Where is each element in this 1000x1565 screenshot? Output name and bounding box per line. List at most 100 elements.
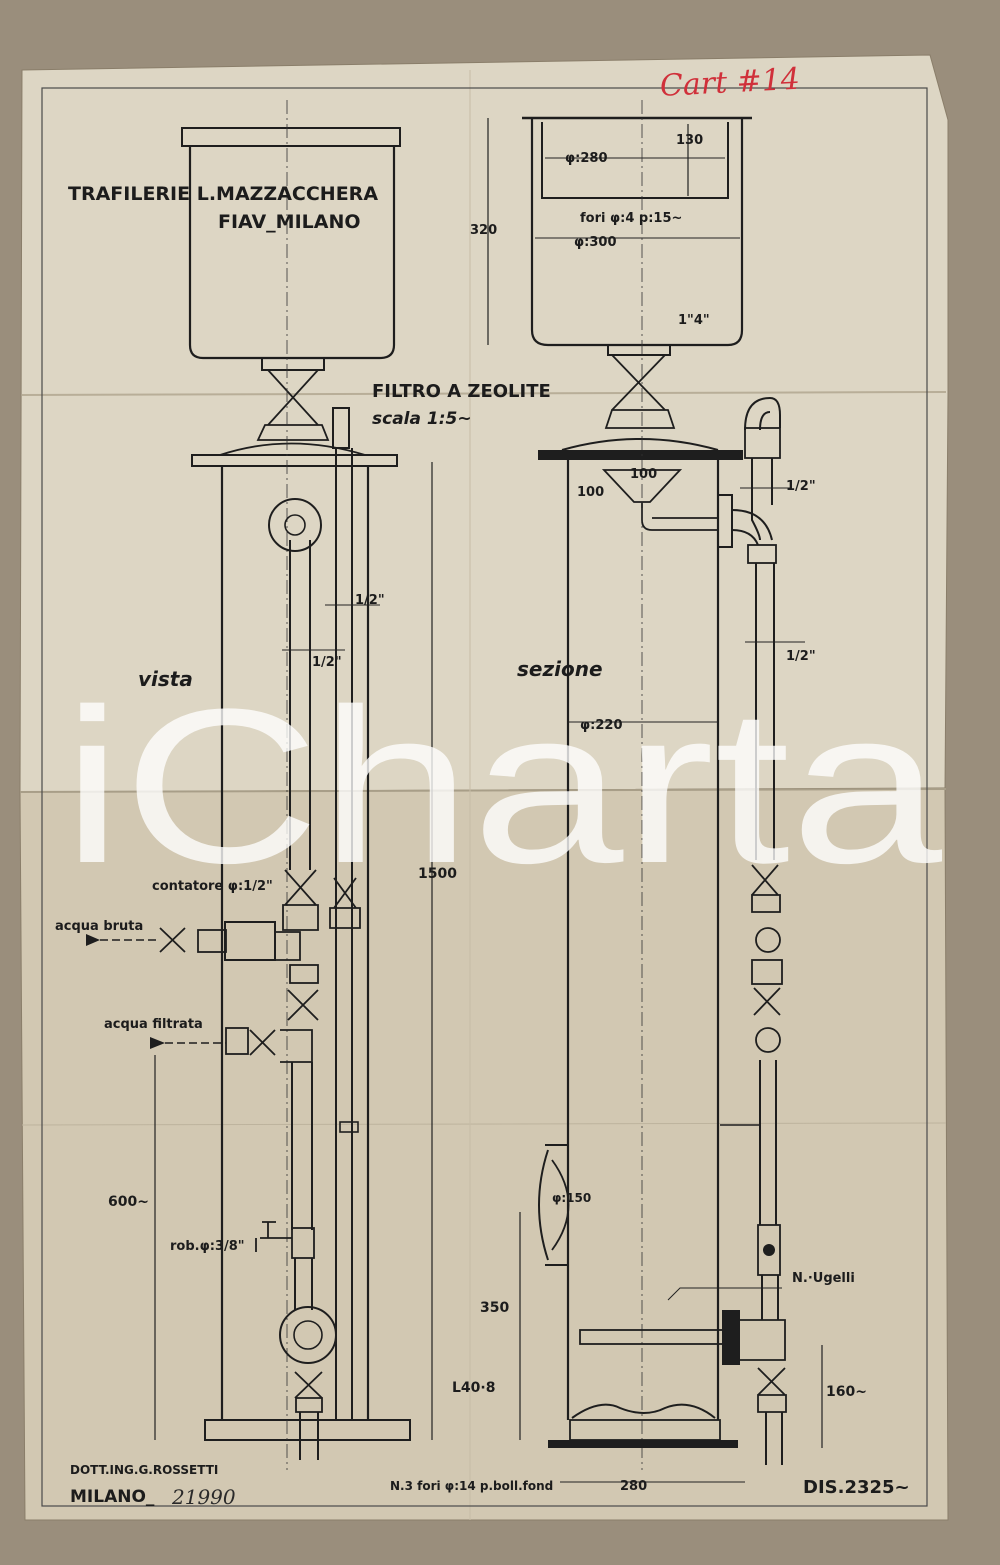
right-base-dish <box>571 1403 716 1419</box>
right-sight-port <box>763 1244 775 1256</box>
left-outlet-coupling <box>225 1027 249 1055</box>
dim-quarter: 1"4" <box>678 313 710 328</box>
title-line-1: TRAFILERIE L.MAZZACCHERA <box>68 183 378 205</box>
left-tap <box>255 1221 292 1252</box>
dim-d150: φ:150 <box>552 1191 591 1205</box>
author-city: MILANO_ <box>70 1487 155 1507</box>
view-label-sezione: sezione <box>517 657 603 681</box>
view-label-vista: vista <box>138 667 193 691</box>
dim-d350: 350 <box>480 1300 509 1316</box>
left-top-plate <box>191 454 398 467</box>
left-meter <box>224 921 276 961</box>
dim-d280: φ:280 <box>565 151 608 166</box>
paper-sheet <box>19 54 949 1521</box>
right-drain-valve <box>757 1367 787 1413</box>
author-handwritten: 21990 <box>171 1485 236 1509</box>
right-base-plate <box>548 1440 738 1448</box>
right-pipe-upper <box>751 458 773 541</box>
left-inlet-valve <box>159 927 186 953</box>
dim-d220: φ:220 <box>580 718 623 733</box>
callout-tap: rob.φ:3/8" <box>170 1239 245 1254</box>
left-meter-inlet <box>197 929 227 953</box>
right-valve-2 <box>753 987 781 1016</box>
dim-d1500: 1500 <box>418 866 457 882</box>
right-funnel <box>601 469 683 503</box>
right-tank-inner-basket <box>541 122 729 199</box>
left-valve-body <box>267 369 319 426</box>
dim-half-c: 1/2" <box>786 479 816 494</box>
callout-nozzles: N.·Ugelli <box>792 1271 855 1286</box>
left-main-valve-2 <box>287 989 319 1021</box>
right-valve-1 <box>751 864 781 913</box>
left-main-valve-1 <box>282 869 319 931</box>
labels: Cart #14 TRAFILERIE L.MAZZACCHERA FIAV_M… <box>55 62 943 1509</box>
drawing-border <box>41 87 928 1507</box>
left-drain-valve <box>294 1371 323 1413</box>
author-name: DOTT.ING.G.ROSSETTI <box>70 1463 218 1477</box>
dim-bottom-holes: N.3 fori φ:14 p.boll.fond <box>390 1479 553 1493</box>
left-bypass-pipe <box>335 448 353 1420</box>
left-lower-pipe <box>291 1062 313 1230</box>
right-bottom-tee <box>740 1319 786 1361</box>
dim-d280b: 280 <box>620 1479 647 1494</box>
left-drain-pipe <box>299 1412 319 1460</box>
fold-line-middle <box>19 788 947 793</box>
right-pipe-lower <box>759 1060 777 1225</box>
fold-line-lower <box>21 1122 947 1126</box>
right-pipe-coupling-3 <box>751 959 783 985</box>
dim-d130: 130 <box>676 133 703 148</box>
raw-water-arrow-icon <box>86 934 100 946</box>
right-valve-top <box>607 344 671 356</box>
left-tank-lid <box>181 127 401 147</box>
right-pipe-coupling-4 <box>757 1224 781 1276</box>
dim-d600: 600~ <box>108 1194 149 1210</box>
dim-holes: fori φ:4 p:15~ <box>580 211 682 226</box>
left-tee-1 <box>275 931 301 961</box>
left-valve-base <box>256 424 330 441</box>
right-sight-glass-1 <box>755 927 781 953</box>
callout-meter: contatore φ:1/2" <box>152 879 273 894</box>
fold-line-upper <box>21 391 947 396</box>
watermark: iCharta <box>62 663 943 909</box>
archive-mark: Cart #14 <box>659 62 801 104</box>
left-valve-top <box>261 357 325 371</box>
elevation-view <box>86 100 433 1470</box>
left-flange-top-inner <box>284 514 306 536</box>
right-pipe-coupling-1 <box>744 427 781 459</box>
left-flange-bottom <box>279 1306 337 1364</box>
dim-half-d: 1/2" <box>786 649 816 664</box>
callout-filtered-water: acqua filtrata <box>104 1017 203 1032</box>
left-main-pipe <box>289 540 311 870</box>
dim-d160: 160~ <box>826 1384 867 1400</box>
right-valve-base <box>604 409 676 429</box>
section-view <box>487 100 823 1483</box>
right-drain-pipe <box>765 1412 783 1465</box>
drawing-scale: scala 1:5~ <box>372 409 472 429</box>
left-bypass-cap <box>332 407 350 449</box>
left-lower-pipe-2 <box>294 1258 313 1310</box>
right-valve-body <box>611 354 666 411</box>
dim-l408: L40·8 <box>452 1380 495 1396</box>
left-tee-2 <box>280 1029 313 1063</box>
left-dome <box>219 442 366 456</box>
right-nozzle-flange <box>722 1310 740 1365</box>
right-pipe-vertical <box>755 563 775 860</box>
left-outlet-valve <box>249 1029 276 1056</box>
drawing-number: DIS.2325~ <box>803 1477 910 1498</box>
right-pipe-coupling-2 <box>747 544 777 564</box>
left-bypass-collar <box>339 1121 359 1133</box>
left-bypass-valve <box>329 877 361 929</box>
left-tap-coupling <box>291 1227 315 1259</box>
title-line-2: FIAV_MILANO <box>218 211 361 233</box>
dim-half-a: 1/2" <box>355 593 385 608</box>
right-sight-glass-2 <box>755 1027 781 1053</box>
right-dome <box>561 438 719 451</box>
right-pipe-bottom <box>761 1275 779 1320</box>
dim-half-b: 1/2" <box>312 655 342 670</box>
left-flange-top <box>268 498 322 552</box>
dim-d100a: 100 <box>630 467 657 482</box>
dim-d100b: 100 <box>577 485 604 500</box>
left-main-coupling <box>289 964 319 984</box>
dim-d300: φ:300 <box>574 235 617 250</box>
